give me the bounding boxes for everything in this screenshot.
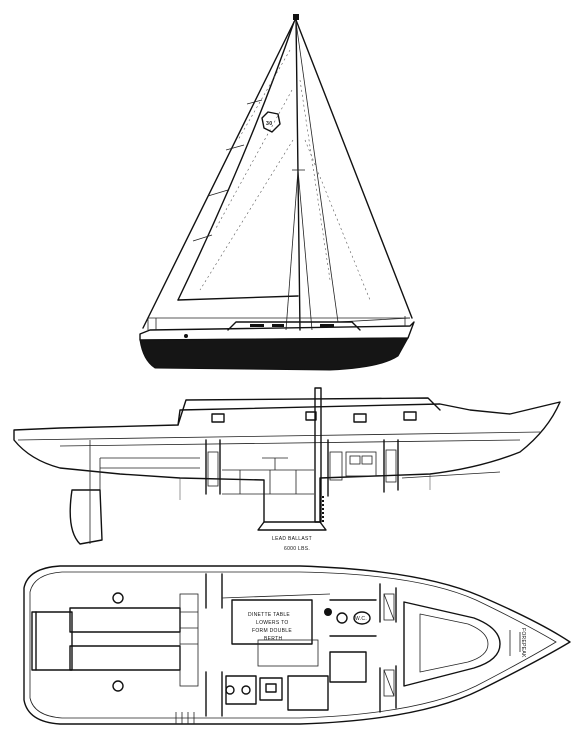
profile-winch bbox=[184, 334, 188, 338]
forestay bbox=[295, 19, 413, 319]
mainsail-battens bbox=[192, 99, 263, 242]
plan-bow bbox=[509, 630, 521, 656]
dinette-label-line2: LOWERS TO bbox=[256, 620, 289, 626]
profile-hull-bottom bbox=[139, 337, 409, 371]
inboard-mast bbox=[314, 387, 322, 523]
inboard-deck bbox=[17, 431, 541, 441]
accommodation-plan-view: DINETTE TABLE LOWERS TO FORM DOUBLE BERT… bbox=[23, 565, 571, 725]
profile-portlights bbox=[250, 324, 334, 327]
dinette-label-line1: DINETTE TABLE bbox=[248, 612, 290, 618]
ballast-label-line2: 6000 LBS. bbox=[284, 546, 310, 552]
inboard-settee bbox=[222, 457, 314, 495]
plan-dinette: DINETTE TABLE LOWERS TO FORM DOUBLE BERT… bbox=[221, 593, 331, 667]
inboard-hull-stations bbox=[179, 474, 431, 500]
inboard-profile-view: LEAD BALLAST 6000 LBS. bbox=[13, 387, 561, 552]
inboard-quarter-berth bbox=[99, 457, 200, 494]
plan-lockers bbox=[383, 593, 395, 697]
label-wc: W.C. bbox=[355, 616, 367, 622]
plan-transom-marks bbox=[175, 712, 195, 724]
plan-inner-line bbox=[29, 571, 557, 719]
label-forepeak: FOREPEAK bbox=[520, 628, 526, 658]
jib-leech bbox=[295, 21, 339, 323]
boom bbox=[177, 295, 299, 301]
plan-cockpit bbox=[31, 607, 181, 671]
plan-bulkheads bbox=[205, 573, 397, 717]
plan-companionway bbox=[179, 593, 199, 687]
plan-mast bbox=[324, 608, 332, 616]
inboard-hull-outline bbox=[13, 401, 561, 523]
inboard-galley-cabinet bbox=[345, 451, 377, 477]
profile-pulpits bbox=[147, 316, 410, 330]
sail-number: 30 bbox=[266, 121, 273, 127]
inboard-doors bbox=[207, 449, 397, 487]
profile-cabin bbox=[227, 321, 361, 331]
inboard-rudder bbox=[69, 489, 103, 545]
backstay bbox=[142, 19, 296, 329]
sail-seams bbox=[199, 49, 371, 301]
sail-insignia: 30 bbox=[261, 111, 281, 133]
dinette-label-line4: BERTH bbox=[264, 636, 282, 642]
inboard-portlights bbox=[211, 411, 417, 423]
inboard-keel bbox=[257, 521, 327, 531]
mainsail-leech bbox=[177, 21, 295, 301]
dinette-label-line3: FORM DOUBLE bbox=[252, 628, 292, 634]
sail-plan-view: 30 bbox=[139, 14, 415, 371]
plan-galley bbox=[225, 675, 329, 711]
shrouds bbox=[285, 169, 313, 331]
plan-v-berth bbox=[403, 601, 501, 687]
inboard-cabin-top bbox=[177, 397, 441, 426]
plan-head bbox=[329, 599, 377, 683]
ballast-label-line1: LEAD BALLAST bbox=[272, 536, 312, 542]
inboard-bulkheads bbox=[205, 439, 399, 497]
plan-hull-outline bbox=[23, 565, 571, 725]
masthead bbox=[293, 14, 299, 20]
